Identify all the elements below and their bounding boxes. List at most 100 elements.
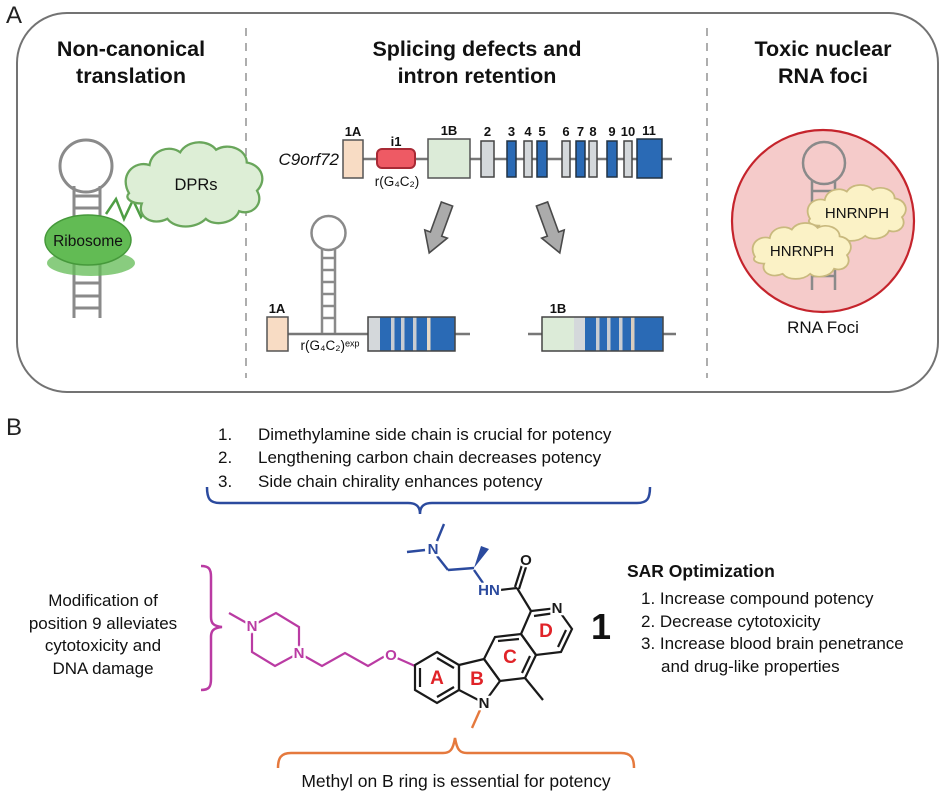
exon-box-1a: [342, 139, 364, 179]
foci-hairpin-loop: [801, 140, 847, 186]
expanded-repeat-hairpin-loop: [310, 214, 347, 252]
exon-box-6: [561, 140, 571, 178]
exon-box-2: [480, 140, 495, 178]
note-text: Dimethylamine side chain is crucial for …: [258, 425, 612, 444]
piperazine-n1-label: N: [247, 618, 258, 635]
blue-brace: [205, 486, 652, 515]
transcript-product-2: 1B: [528, 301, 676, 352]
compound-number: 1: [591, 606, 612, 647]
exon-box-11: [636, 138, 663, 179]
heading-splicing: Splicing defects and intron retention: [287, 36, 667, 90]
sar-item-2: 2. Decrease cytotoxicity: [641, 611, 821, 631]
product1-exon-1a: [266, 316, 289, 352]
orange-brace: [276, 737, 636, 769]
panel-b: N N O O HN N N N A B C D: [200, 486, 652, 769]
piperazine-ring: [250, 611, 301, 668]
position9-note-line3: cytotoxicity and: [44, 636, 162, 655]
note-number: 3.: [218, 471, 233, 491]
sidechain-note-2: 2. Lengthening carbon chain decreases po…: [218, 446, 611, 469]
exon-box-9: [606, 140, 618, 178]
heading-foci: Toxic nuclear RNA foci: [723, 36, 923, 90]
product1-exon-block: [367, 316, 456, 352]
product1-exon-label: 1A: [269, 301, 286, 316]
exon-label: 2: [484, 124, 491, 139]
exon-box-10: [623, 140, 633, 178]
sar-items: 1. Increase compound potency 2. Decrease…: [641, 588, 904, 678]
exon-label: 3: [508, 124, 515, 139]
panel-a-letter: A: [6, 2, 23, 29]
chiral-methyl-wedge: [474, 546, 489, 568]
pyridine-n-label: N: [552, 600, 563, 617]
carbonyl-n-bond: [499, 586, 518, 592]
pyrrole-n-methyl-bond: [470, 709, 482, 729]
amide-attach-bond: [516, 587, 532, 612]
carbonyl-o-label: O: [520, 552, 532, 569]
pyrrole-n-label: N: [479, 695, 490, 712]
heading-foci-line2: RNA foci: [778, 64, 868, 88]
position9-note-line4: DNA damage: [52, 658, 154, 678]
position9-note-line1: Modification of: [48, 591, 158, 610]
heading-translation-line1: Non-canonical: [56, 37, 206, 61]
exon-label: 8: [589, 124, 596, 139]
sidechain-notes-list: 1. Dimethylamine side chain is crucial f…: [218, 423, 611, 493]
ring-b: [457, 657, 502, 705]
sidechain-note-1: 1. Dimethylamine side chain is crucial f…: [218, 423, 611, 446]
heading-foci-line1: Toxic nuclear: [754, 37, 892, 61]
ribosome-large-subunit: [44, 214, 132, 266]
exon-label: 1B: [441, 123, 458, 138]
c5-methyl-bond: [524, 677, 544, 701]
ring-b-label: B: [470, 669, 484, 690]
exon-box-3: [506, 140, 517, 178]
note-text: Side chain chirality enhances potency: [258, 471, 543, 491]
exon-label: 9: [608, 124, 615, 139]
intron-box-i1: [376, 148, 416, 169]
sidechain-note-3: 3. Side chain chirality enhances potency: [218, 470, 611, 493]
heading-splicing-line2: intron retention: [397, 64, 557, 88]
ring-d-label: D: [539, 621, 553, 642]
position9-note: Modification of position 9 alleviates cy…: [17, 590, 189, 680]
heading-splicing-line1: Splicing defects and: [372, 37, 582, 61]
panel-b-letter: B: [6, 414, 23, 441]
amine-n-label: N: [428, 541, 439, 558]
bring-methyl-note: Methyl on B ring is essential for potenc…: [301, 771, 611, 791]
piperazine-n2-label: N: [294, 645, 305, 662]
sar-block: SAR Optimization 1. Increase compound po…: [627, 561, 904, 678]
gene-diagram: C9orf72 1A i1 1B 2 3 4 5 6 7 8 9 10: [279, 123, 672, 189]
panel-a: Ribosome DPRs C9orf72 1A i1 1B 2 3 4: [16, 12, 939, 393]
sar-item-3: 3. Increase blood brain penetrance: [641, 634, 904, 653]
exon-box-1b: [427, 138, 471, 179]
rna-foci-cartoon: HNRNPH HNRNPH RNA Foci: [730, 128, 916, 337]
exon-label: 4: [524, 124, 532, 139]
note-number: 2.: [218, 448, 233, 468]
product2-exon-label: 1B: [550, 301, 567, 316]
transcript-product-1: 1A r(G₄C₂)ᵉˣᵖ: [266, 214, 470, 353]
hnrnph-label-lower: HNRNPH: [770, 243, 834, 260]
exon-label: 6: [562, 124, 569, 139]
product2-exon-block: [541, 316, 664, 352]
rna-hairpin-loop: [58, 138, 114, 194]
sar-item-1: 1. Increase compound potency: [641, 589, 874, 608]
product1-repeat-label: r(G₄C₂)ᵉˣᵖ: [300, 338, 359, 353]
exon-label: 1A: [345, 124, 362, 139]
ring-a-label: A: [430, 668, 444, 689]
exon-box-4: [523, 140, 533, 178]
gene-name: C9orf72: [279, 150, 340, 169]
note-text: Lengthening carbon chain decreases poten…: [258, 448, 602, 468]
note-number: 1.: [218, 425, 233, 444]
exon-label: 5: [538, 124, 545, 139]
amide-hn-label: HN: [478, 582, 500, 599]
exon-box-7: [575, 140, 586, 178]
position9-note-line2: position 9 alleviates: [28, 613, 178, 633]
heading-translation: Non-canonical translation: [31, 36, 231, 90]
intron-label: i1: [391, 134, 402, 149]
ribosome-label: Ribosome: [53, 233, 123, 250]
heading-translation-line2: translation: [76, 64, 186, 88]
ether-o-label: O: [385, 647, 397, 664]
exon-box-5: [536, 140, 548, 178]
exon-label: 11: [642, 123, 656, 138]
ring-c-label: C: [503, 647, 517, 668]
hnrnph-label-upper: HNRNPH: [825, 205, 889, 222]
repeat-label: r(G₄C₂): [375, 174, 420, 189]
dprs-label: DPRs: [174, 176, 217, 194]
